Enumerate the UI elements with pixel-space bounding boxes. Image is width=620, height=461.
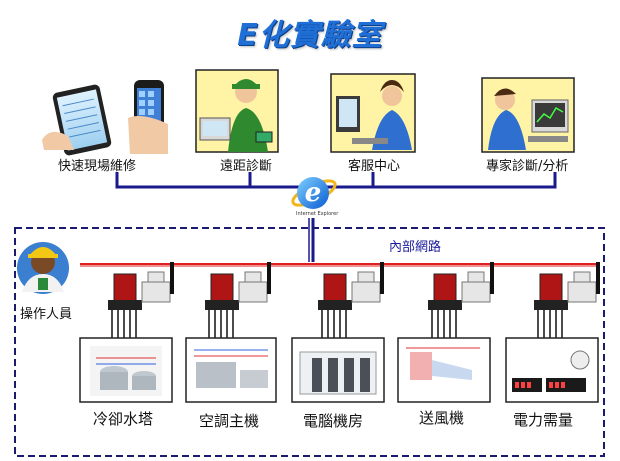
top-node-label-1: 快速現場維修 (58, 159, 137, 174)
headset-operator-icon (330, 73, 416, 153)
station-cooling-tower (108, 262, 174, 338)
top-node-label-3: 客服中心 (348, 159, 401, 174)
internet-explorer-icon: e (291, 177, 337, 209)
network-label: 內部網路 (389, 240, 442, 255)
phone-operator-icon (195, 69, 279, 153)
ac-chiller-icon (185, 337, 277, 403)
operator-label: 操作人員 (20, 307, 73, 322)
tablet-phone-icon (42, 80, 168, 156)
cooling-tower-icon (79, 337, 173, 403)
diagram-title: E化實驗室 (237, 18, 383, 53)
expert-computer-icon (481, 77, 575, 153)
sensor-wires-1 (111, 310, 137, 338)
equipment-label-3: 電腦機房 (303, 412, 364, 430)
station-blower-fan (428, 262, 494, 338)
equipment-label-4: 送風機 (419, 409, 465, 427)
equipment-label-2: 空調主機 (199, 412, 260, 430)
blower-fan-icon (397, 337, 491, 403)
server-room-icon (291, 337, 385, 403)
equipment-label-1: 冷卻水塔 (93, 410, 154, 428)
svg-text:e: e (305, 178, 322, 208)
equipment-label-5: 電力需量 (513, 411, 574, 429)
station-server-room (318, 262, 384, 338)
power-meter-icon (505, 337, 599, 403)
station-ac-chiller (205, 262, 271, 338)
hub-label: Internet Explorer (296, 211, 339, 217)
internal-network-boundary (14, 227, 605, 457)
controller-unit-1 (108, 262, 174, 310)
top-node-label-4: 專家診斷/分析 (486, 159, 569, 174)
station-power-meter (534, 262, 600, 338)
engineer-avatar-icon (17, 242, 69, 294)
top-node-label-2: 遠距診斷 (220, 159, 273, 174)
